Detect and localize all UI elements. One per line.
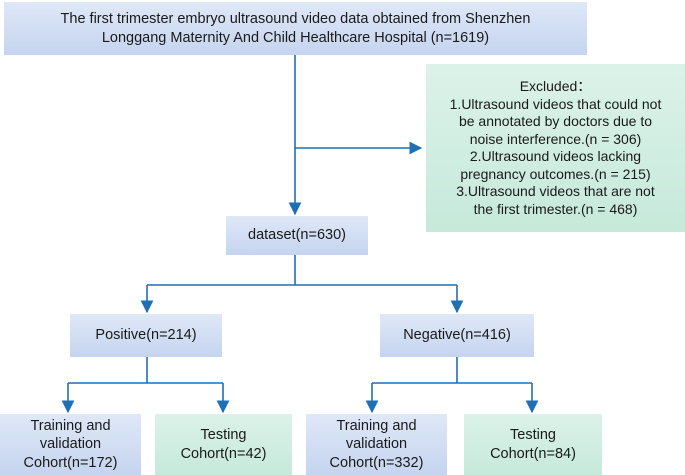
dataset-box: dataset(n=630) — [226, 216, 368, 255]
neg-train-label: Training and validation Cohort(n=332) — [329, 418, 424, 471]
pos-test-box: Testing Cohort(n=42) — [155, 414, 292, 475]
excluded-label: Excluded： 1.Ultrasound videos that could… — [449, 78, 662, 217]
dataset-label: dataset(n=630) — [248, 227, 346, 244]
source-label: The first trimester embryo ultrasound vi… — [60, 11, 531, 46]
excluded-box: Excluded： 1.Ultrasound videos that could… — [426, 64, 685, 232]
neg-train-box: Training and validation Cohort(n=332) — [306, 414, 447, 475]
source-box: The first trimester embryo ultrasound vi… — [4, 2, 587, 55]
pos-test-label: Testing Cohort(n=42) — [180, 427, 267, 462]
positive-box: Positive(n=214) — [70, 314, 222, 357]
negative-label: Negative(n=416) — [403, 327, 511, 344]
pos-train-label: Training and validation Cohort(n=172) — [23, 418, 118, 471]
neg-test-label: Testing Cohort(n=84) — [490, 427, 576, 462]
neg-test-box: Testing Cohort(n=84) — [464, 414, 602, 475]
pos-train-box: Training and validation Cohort(n=172) — [0, 414, 141, 475]
positive-label: Positive(n=214) — [95, 327, 197, 344]
negative-box: Negative(n=416) — [380, 314, 534, 357]
